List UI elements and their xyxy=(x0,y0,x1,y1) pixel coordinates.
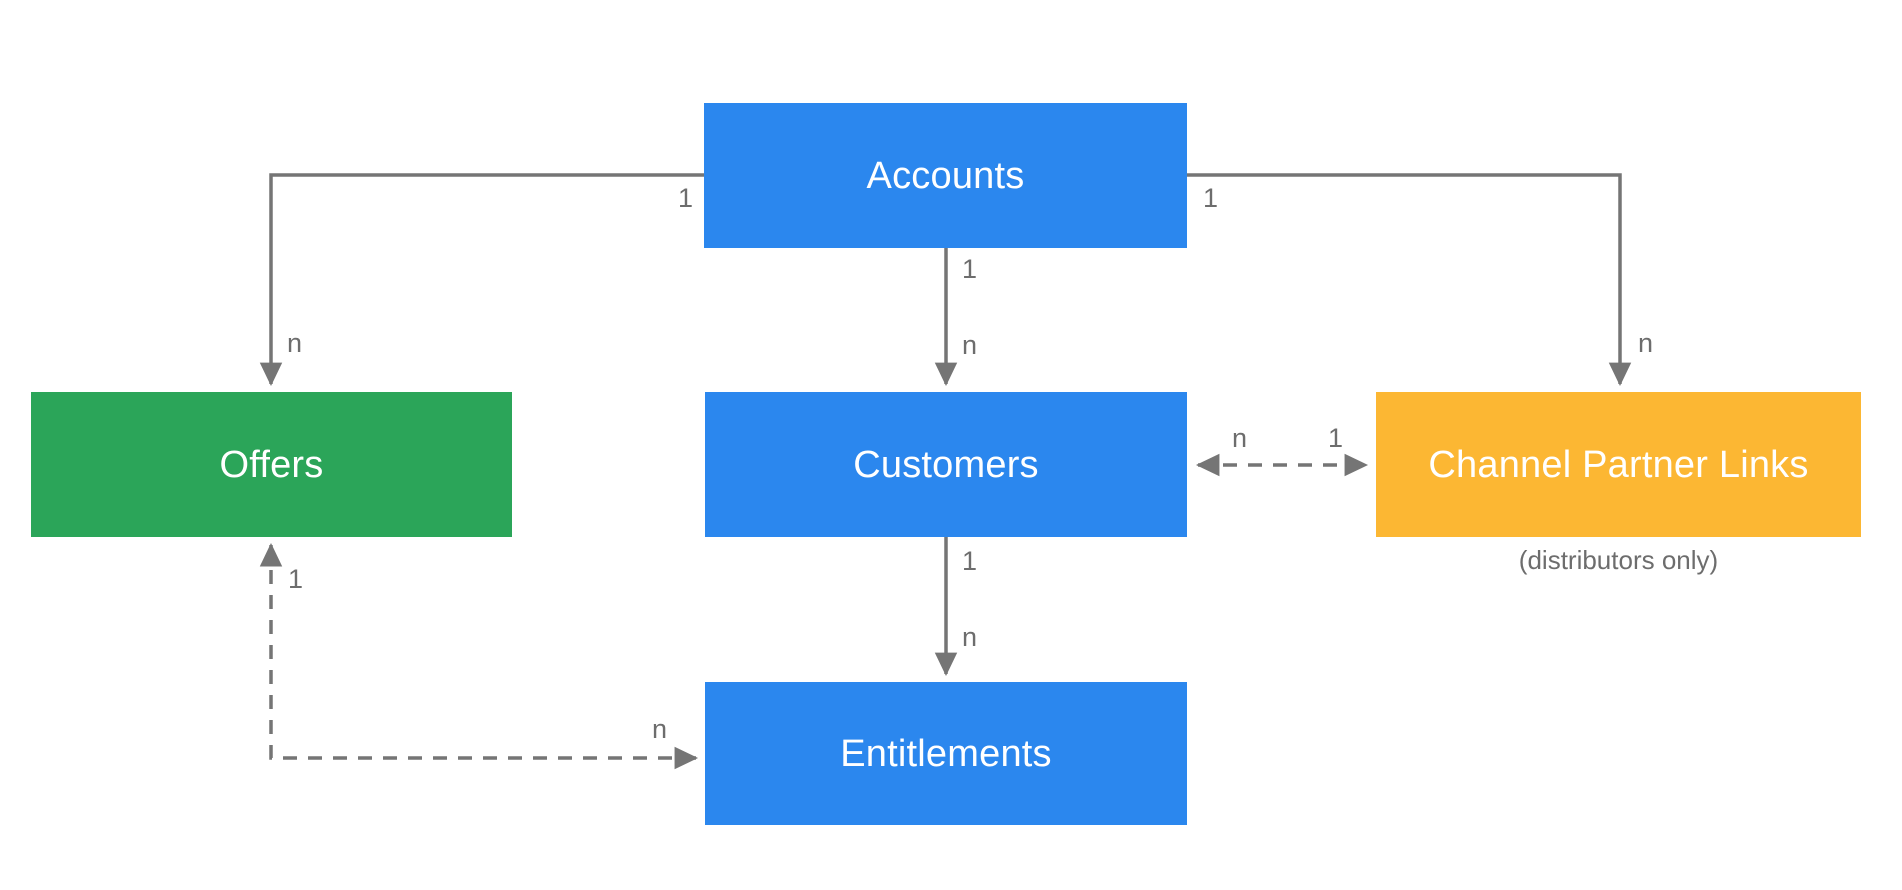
edge-offers-entitlements xyxy=(259,542,699,770)
edge-label-customers-entitlements-source: 1 xyxy=(962,546,978,576)
edge-accounts-offers xyxy=(259,173,704,387)
edge-label-accounts-customers-target: n xyxy=(962,330,978,360)
node-channel-partner-links-label: Channel Partner Links xyxy=(1428,443,1809,486)
edge-label-customers-cpl-source: n xyxy=(1232,423,1248,453)
edge-label-accounts-cpl-source: 1 xyxy=(1203,183,1219,213)
edge-label-accounts-offers-source: 1 xyxy=(678,183,694,213)
node-offers[interactable]: Offers xyxy=(31,392,512,537)
node-customers-label: Customers xyxy=(853,443,1039,486)
edge-label-accounts-cpl-target: n xyxy=(1638,328,1654,358)
node-channel-partner-links-caption: (distributors only) xyxy=(1518,545,1719,575)
node-entitlements-label: Entitlements xyxy=(840,732,1052,775)
node-customers[interactable]: Customers xyxy=(705,392,1187,537)
edge-accounts-cpl xyxy=(1187,173,1632,387)
edge-label-offers-entitlements-source: 1 xyxy=(288,564,304,594)
edge-label-customers-cpl-target: 1 xyxy=(1328,423,1344,453)
edge-label-accounts-offers-target: n xyxy=(287,328,303,358)
edge-label-accounts-customers-source: 1 xyxy=(962,254,978,284)
node-accounts[interactable]: Accounts xyxy=(704,103,1187,248)
node-accounts-label: Accounts xyxy=(866,154,1025,197)
node-offers-label: Offers xyxy=(219,443,324,486)
node-channel-partner-links[interactable]: Channel Partner Links xyxy=(1376,392,1861,537)
edge-label-customers-entitlements-target: n xyxy=(962,622,978,652)
edge-label-offers-entitlements-target: n xyxy=(652,714,668,744)
node-entitlements[interactable]: Entitlements xyxy=(705,682,1187,825)
